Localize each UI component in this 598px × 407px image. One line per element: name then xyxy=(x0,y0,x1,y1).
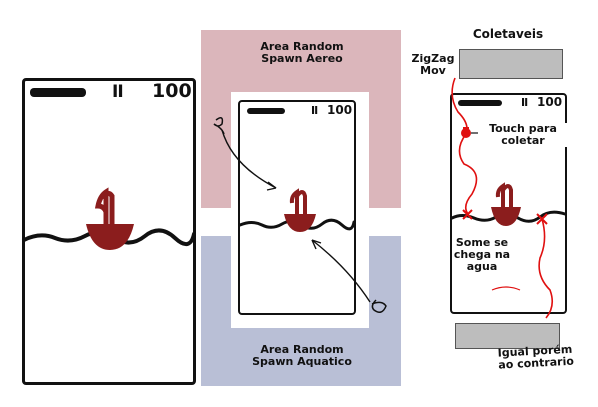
zigzag-path-bottom-2 xyxy=(491,286,521,291)
right-score: 100 xyxy=(537,95,563,109)
left-health-bar xyxy=(30,88,86,97)
swirl-marker-icon-2 xyxy=(371,299,387,313)
middle-health-bar xyxy=(247,108,285,114)
air-spawn-arrow xyxy=(221,129,277,189)
left-boat-icon xyxy=(86,187,134,250)
label-touch-collect: Touch para coletar xyxy=(478,122,568,148)
left-pause-icon[interactable]: II xyxy=(112,82,124,102)
zigzag-path-bottom xyxy=(538,218,554,319)
collectible-spawn-bar-top xyxy=(459,49,563,79)
label-water-spawn: Area Random Spawn Aquatico xyxy=(252,343,352,369)
label-sink-on-water: Some se chega na agua xyxy=(453,236,511,274)
middle-phone-frame xyxy=(238,100,356,315)
water-spawn-arrow xyxy=(311,239,371,303)
label-air-spawn: Area Random Spawn Aereo xyxy=(260,40,344,66)
cross-marker-icon-left xyxy=(462,209,473,220)
cross-marker-icon-right xyxy=(536,213,548,225)
swirl-marker-icon xyxy=(213,117,225,135)
label-zigzag: ZigZag Mov xyxy=(411,52,455,78)
label-collectibles: Coletaveis xyxy=(472,27,544,41)
right-health-bar xyxy=(458,100,502,106)
balloon-icon xyxy=(461,127,471,138)
right-pause-icon[interactable]: II xyxy=(521,96,528,109)
middle-pause-icon[interactable]: II xyxy=(311,104,318,117)
zigzag-path-top xyxy=(451,77,478,215)
right-boat-icon xyxy=(491,182,521,226)
collectible-spawn-bar-bottom xyxy=(455,323,560,349)
middle-score: 100 xyxy=(327,103,353,117)
middle-boat-icon xyxy=(284,188,316,232)
left-score: 100 xyxy=(152,80,192,102)
